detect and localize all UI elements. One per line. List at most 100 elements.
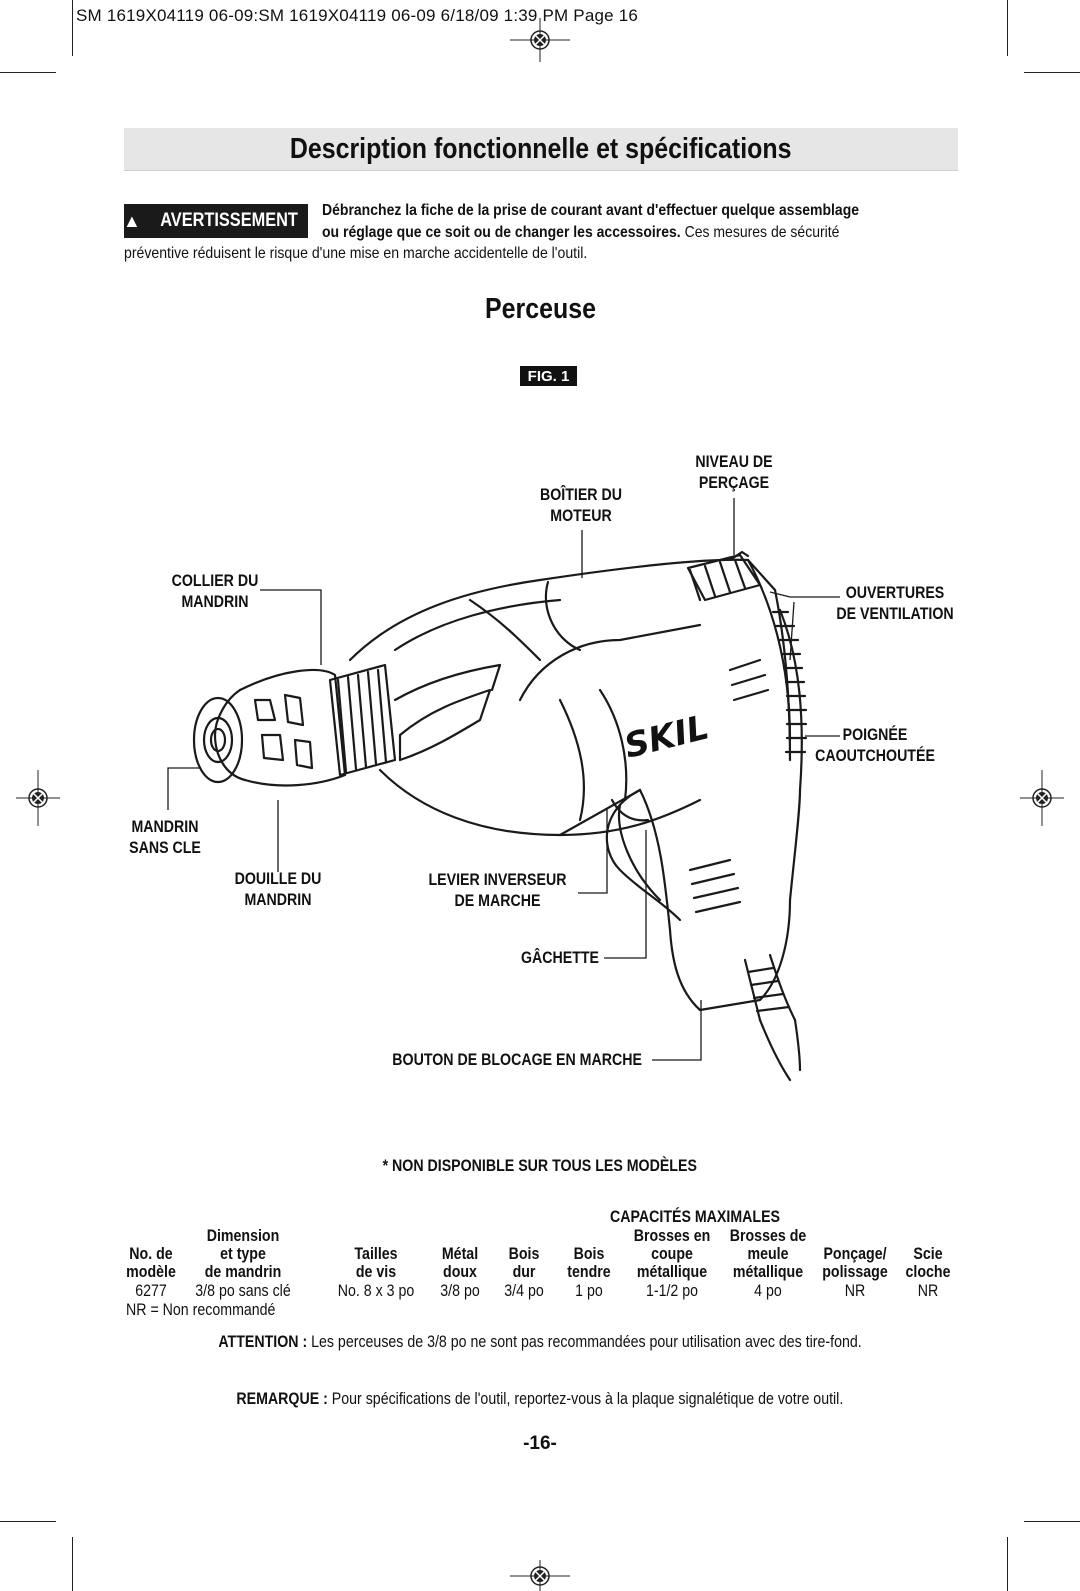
spec-col-sanding: Ponçage/ polissage [818,1245,892,1281]
attention-note: ATTENTION : Les perceuses de 3/8 po ne s… [0,1333,1080,1352]
spec-cell-screws: No. 8 x 3 po [337,1282,415,1300]
models-note: * NON DISPONIBLE SUR TOUS LES MODÈLES [0,1157,1080,1176]
page-title-text: Description fonctionnelle et spécificati… [290,132,792,165]
warning-triangle-icon: ▲ [123,210,141,231]
warning-text-line-1: Débranchez la fiche de la prise de coura… [322,202,860,219]
label-chuck-collar: COLLIER DU MANDRIN [168,571,263,613]
label-line: LEVIER INVERSEUR [428,871,567,889]
crop-mark [0,1521,56,1522]
spec-col-hole-saw: Scie cloche [904,1245,952,1281]
spec-nr-note: NR = Non recommandé [126,1301,276,1319]
crop-mark [1024,72,1080,73]
drill-illustration: SKIL [167,498,840,1082]
spec-cell-hardwood: 3/4 po [504,1282,544,1300]
label-line: DOUILLE DU [234,870,322,888]
attention-text: Les perceuses de 3/8 po ne sont pas reco… [307,1333,862,1351]
label-chuck-sleeve: DOUILLE DU MANDRIN [230,869,326,911]
leader-line [260,589,322,665]
leader-line [578,808,608,894]
warning-badge-label: AVERTISSEMENT [160,210,298,231]
label-ventilation: OUVERTURES DE VENTILATION [831,583,960,625]
spec-col-dimension: Dimension et type de mandrin [195,1227,291,1281]
spec-cell-dimension: 3/8 po sans clé [195,1282,291,1300]
label-line: COLLIER DU [171,572,259,590]
label-line: BOÎTIER DU [540,486,622,504]
crop-mark [72,1537,73,1591]
label-line: BOUTON DE BLOCAGE EN MARCHE [392,1051,642,1069]
label-rubber-grip: POIGNÉE CAOUTCHOUTÉE [811,725,940,767]
registration-mark-icon [510,1560,570,1591]
header-line: Dimension [206,1227,280,1245]
registration-mark-icon [1020,770,1064,826]
section-title-text: Perceuse [484,293,596,325]
attention-wrap: ATTENTION : Les perceuses de 3/8 po ne s… [218,1333,861,1352]
header-line: polissage [822,1263,888,1281]
header-line: meule [747,1245,789,1263]
spec-col-softwood: Bois tendre [561,1245,616,1281]
header-line: métallique [732,1263,804,1281]
header-line: de mandrin [204,1263,282,1281]
leader-line [604,830,647,959]
label-line: MANDRIN [131,818,199,836]
header-line: Tailles [354,1245,398,1263]
leader-line [769,591,840,598]
header-line: dur [512,1263,536,1281]
header-line: de vis [355,1263,397,1281]
models-note-text: * NON DISPONIBLE SUR TOUS LES MODÈLES [382,1157,698,1175]
header-line: doux [443,1263,477,1281]
registration-mark-icon [510,18,570,62]
header-line: Métal [441,1245,479,1263]
crop-mark [1007,1537,1008,1591]
header-line: Brosses de [729,1227,807,1245]
header-line: coupe [651,1245,693,1263]
leader-line [652,1000,702,1061]
specs-group-header: CAPACITÉS MAXIMALES [609,1208,781,1226]
header-line: Brosses en [633,1227,711,1245]
label-trigger: GÂCHETTE [515,948,604,969]
spec-col-hardwood: Bois dur [501,1245,547,1281]
remark-wrap: REMARQUE : Pour spécifications de l'outi… [237,1390,844,1409]
page-title: Description fonctionnelle et spécificati… [124,128,958,171]
remark-note: REMARQUE : Pour spécifications de l'outi… [0,1390,1080,1409]
warning-bold-text: ou réglage que ce soit ou de changer les… [322,224,681,241]
header-line: cloche [905,1263,951,1281]
crop-mark [1007,0,1008,56]
header-line: tendre [567,1263,611,1281]
spec-col-screws: Tailles de vis [336,1245,415,1281]
label-line: OUVERTURES [845,584,945,602]
crop-mark [1024,1521,1080,1522]
warning-text-line-3: préventive réduisent le risque d'une mis… [124,245,588,262]
header-line: Bois [508,1245,540,1263]
section-title: Perceuse [0,293,1080,326]
leader-line [167,767,200,810]
warning-text-line-2: ou réglage que ce soit ou de changer les… [322,224,961,242]
remark-text: Pour spécifications de l'outil, reportez… [328,1390,844,1408]
spec-col-wire-cup: Brosses en coupe métallique [631,1227,714,1281]
registration-mark-icon [16,770,60,826]
spec-cell-wire-wheel: 4 po [754,1282,782,1300]
header-line: et type [220,1245,266,1263]
header-line: Scie [913,1245,943,1263]
spec-cell-mild-steel: 3/8 po [440,1282,480,1300]
label-lock-on-button: BOUTON DE BLOCAGE EN MARCHE [392,1050,642,1071]
warning-badge: ▲ AVERTISSEMENT [123,204,308,238]
label-motor-housing: BOÎTIER DU MOTEUR [534,485,629,527]
figure-badge: FIG. 1 [520,366,577,386]
label-line: MANDRIN [244,891,312,909]
skil-logo: SKIL [621,707,713,766]
label-reversing-lever: LEVIER INVERSEUR DE MARCHE [422,870,573,912]
header-line: Ponçage/ [823,1245,887,1263]
label-line: DE VENTILATION [836,605,954,623]
label-line: NIVEAU DE [695,453,773,471]
header-line: modèle [126,1263,176,1281]
label-line: POIGNÉE [842,726,908,744]
spec-cell-sanding: NR [844,1282,866,1300]
spec-col-model: No. de modèle [122,1245,180,1281]
attention-label: ATTENTION : [218,1333,308,1351]
label-line: DE MARCHE [454,892,541,910]
crop-mark [72,0,73,56]
leader-line [789,601,795,661]
label-line: CAOUTCHOUTÉE [815,747,935,765]
remark-label: REMARQUE : [236,1390,329,1408]
crop-mark [0,72,56,73]
